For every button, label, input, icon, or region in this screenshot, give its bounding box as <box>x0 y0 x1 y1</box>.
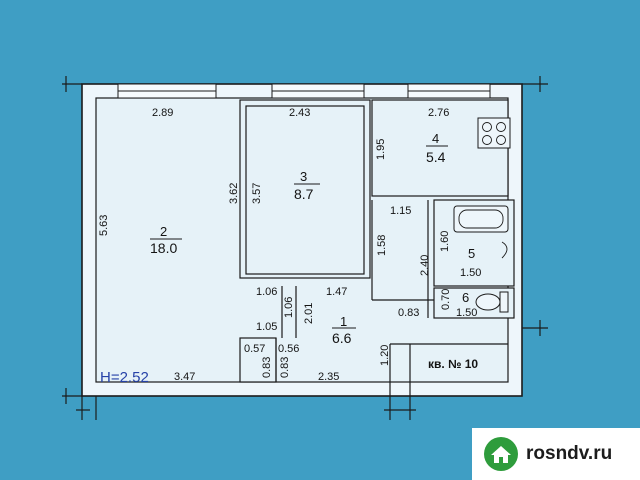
room-4-number: 4 <box>432 131 439 146</box>
bathtub-icon <box>453 205 509 233</box>
room-6-number: 6 <box>462 290 469 305</box>
sink-icon <box>501 241 508 259</box>
dim-room2-bottom: 3.47 <box>174 371 195 383</box>
dim-room3-left-b: 3.57 <box>251 183 263 204</box>
dim-entry-b: 0.56 <box>278 343 299 355</box>
dim-room3-bottom-a: 1.06 <box>256 286 277 298</box>
dim-room3-bottom-b: 1.47 <box>326 286 347 298</box>
room-1-number: 1 <box>340 314 347 329</box>
ceiling-height: H=2.52 <box>100 369 149 386</box>
dim-room3-top: 2.43 <box>289 107 310 119</box>
dim-room3-left-a: 3.62 <box>228 183 240 204</box>
room-2-number: 2 <box>160 224 167 239</box>
dim-hall-bottom: 2.35 <box>318 371 339 383</box>
dim-corridor-a: 0.83 <box>398 307 419 319</box>
dim-bath-bottom: 1.50 <box>460 267 481 279</box>
room-4-area: 5.4 <box>426 149 446 165</box>
room-3-number: 3 <box>300 169 307 184</box>
dim-wc-left: 0.70 <box>440 289 452 310</box>
dim-entry-c: 0.83 <box>261 357 273 378</box>
dim-room2-top: 2.89 <box>152 107 173 119</box>
dim-room4-left: 1.95 <box>375 139 387 160</box>
dim-hall-side: 2.01 <box>303 303 315 324</box>
dim-room4-top: 2.76 <box>428 107 449 119</box>
dim-bath-top: 1.15 <box>390 205 411 217</box>
apartment-label: кв. № 10 <box>428 357 478 371</box>
room-5-number: 5 <box>468 246 475 261</box>
dim-nook-bottom: 1.05 <box>256 321 277 333</box>
toilet-icon <box>475 291 509 313</box>
dim-room2-left: 5.63 <box>98 215 110 236</box>
dim-entry-side: 1.20 <box>379 345 391 366</box>
dim-wc-bottom: 1.50 <box>456 307 477 319</box>
stove-icon <box>477 117 511 149</box>
logo-text: rosndv.ru <box>526 443 613 464</box>
dim-entry-a: 0.57 <box>244 343 265 355</box>
wall-ticks <box>62 76 548 420</box>
site-logo[interactable]: rosndv.ru <box>472 428 640 480</box>
house-pin-icon <box>484 437 518 471</box>
dim-bath-right: 1.60 <box>439 231 451 252</box>
dim-corridor-right: 2.40 <box>419 255 431 276</box>
dim-nook-side: 1.06 <box>283 297 295 318</box>
room-1-area: 6.6 <box>332 330 352 346</box>
dim-entry-d: 0.83 <box>279 357 291 378</box>
dim-corridor-left: 1.58 <box>376 235 388 256</box>
room-3-area: 8.7 <box>294 186 314 202</box>
room-2-area: 18.0 <box>150 240 177 256</box>
